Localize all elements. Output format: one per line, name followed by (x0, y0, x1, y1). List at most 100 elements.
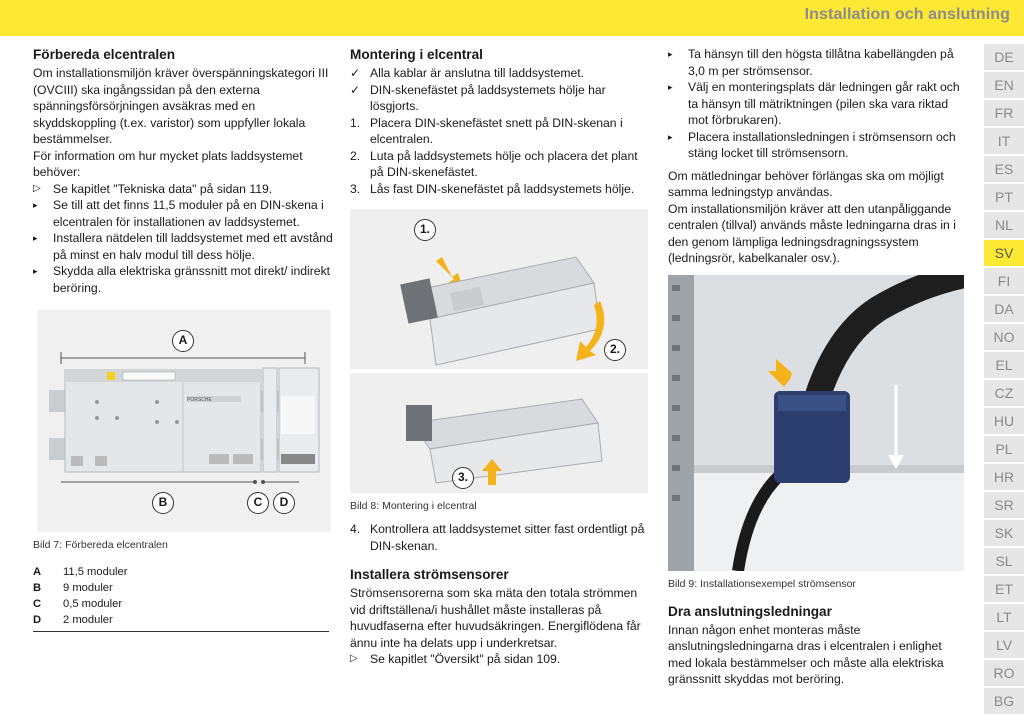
section-heading-cables: Dra anslutningsledningar (668, 603, 832, 619)
step-item: 3.Lås fast DIN-skenefästet på laddsystem… (350, 181, 652, 198)
tab-lt[interactable]: LT (984, 604, 1024, 630)
list-item-text: Placera installationsledningen i strömse… (688, 129, 956, 161)
list-item: ▸ Skydda alla elektriska gränssnitt mot d… (33, 263, 333, 296)
page-header-title: Installation och anslutning (804, 6, 1010, 23)
tab-sr[interactable]: SR (984, 492, 1024, 518)
figure-prepare-panel: PORSCHE A B C D (37, 310, 331, 532)
tab-hu[interactable]: HU (984, 408, 1024, 434)
legend-value: 2 moduler (63, 614, 113, 626)
legend-key: C (33, 598, 42, 610)
legend-row: A 11,5 moduler (33, 564, 333, 580)
paragraph-cables: Innan någon enhet monteras måste anslutn… (668, 622, 944, 687)
sensor-photo-illustration (668, 274, 964, 571)
tab-de[interactable]: DE (984, 44, 1024, 70)
figure-caption: Bild 7: Förbereda elcentralen (33, 539, 168, 551)
list-item: ▸Ta hänsyn till den högsta tillåtna kabe… (668, 46, 966, 79)
language-tabs: DE EN FR IT ES PT NL SV FI DA NO EL CZ H… (984, 44, 1024, 716)
paragraph-ovciii: Om installationsmiljön kräver överspänni… (33, 66, 329, 146)
label-a-bubble: A (172, 330, 194, 352)
list-item: ▸ Installera nätdelen till laddsystemet m… (33, 230, 333, 263)
tab-bg[interactable]: BG (984, 688, 1024, 714)
list-item-text: DIN-skenefästet på laddsystemets hölje h… (370, 82, 606, 114)
step-number: 1. (350, 115, 361, 130)
legend-row: D 2 moduler (33, 612, 333, 628)
label-c-bubble: C (247, 492, 269, 514)
step-number: 4. (350, 522, 361, 536)
list-item-text: Skydda alla elektriska gränssnitt mot di… (53, 264, 331, 295)
tab-pl[interactable]: PL (984, 436, 1024, 462)
tab-sk[interactable]: SK (984, 520, 1024, 546)
tab-fi[interactable]: FI (984, 268, 1024, 294)
list-item-text: Se kapitlet "Tekniska data" på sidan 119… (53, 181, 273, 196)
legend-value: 9 moduler (63, 582, 113, 594)
step3-bubble: 3. (452, 467, 474, 489)
label-b-bubble: B (152, 492, 174, 514)
legend-key: A (33, 566, 42, 578)
section-heading-sensors: Installera strömsensorer (350, 567, 509, 582)
legend-row: C 0,5 moduler (33, 596, 333, 612)
mounting-steps-continued: 4.Kontrollera att laddsystemet sitter fa… (350, 521, 652, 554)
tab-pt[interactable]: PT (984, 184, 1024, 210)
tab-ro[interactable]: RO (984, 660, 1024, 686)
list-item-text: Välj en monteringsplats där ledningen gå… (688, 80, 960, 127)
mounting-illustration (350, 209, 648, 493)
tab-lv[interactable]: LV (984, 632, 1024, 658)
sensor-list: ▸ Ta hänsyn till den högsta tillåtna kabe… (668, 46, 966, 162)
list-item-text: Ta hänsyn till den högsta tillåtna kabel… (688, 47, 954, 78)
column-right: ▸ Ta hänsyn till den högsta tillåtna kabe… (668, 46, 966, 688)
column-middle: Montering i elcentral ✓ Alla kablar är an… (350, 44, 652, 668)
legend-value: 0,5 moduler (63, 598, 123, 610)
prepare-list: ▷Se kapitlet "Tekniska data" på sidan 11… (33, 181, 333, 297)
tab-fr[interactable]: FR (984, 100, 1024, 126)
ref-triangle-icon: ▷ (350, 653, 358, 664)
tab-hr[interactable]: HR (984, 464, 1024, 490)
paragraph-extend-cables: Om mätledningar behöver förlängas ska om… (668, 168, 944, 200)
step-number: 3. (350, 181, 361, 196)
tab-nl[interactable]: NL (984, 212, 1024, 238)
paragraph-surface-mounted: Om installationsmiljön kräver att den ut… (668, 201, 956, 266)
step1-bubble: 1. (414, 219, 436, 241)
tab-no[interactable]: NO (984, 324, 1024, 350)
bullet-arrow-icon: ▸ (33, 266, 38, 276)
legend-value: 11,5 moduler (63, 566, 128, 578)
paragraph-sensors: Strömsensorerna som ska mäta den totala … (350, 586, 641, 650)
tab-sl[interactable]: SL (984, 548, 1024, 574)
legend-table: A 11,5 moduler B 9 moduler C 0,5 moduler D 2… (33, 564, 333, 632)
tab-sv[interactable]: SV (984, 240, 1024, 266)
list-item: ▸ Välj en monteringsplats där ledningen g… (668, 79, 966, 129)
legend-key: D (33, 614, 42, 626)
tab-es[interactable]: ES (984, 156, 1024, 182)
step-item: 4.Kontrollera att laddsystemet sitter fa… (350, 521, 652, 554)
tab-en[interactable]: EN (984, 72, 1024, 98)
sensor-ref-list: ▷Se kapitlet "Översikt" på sidan 109. (350, 651, 652, 668)
bullet-arrow-icon: ▸ (668, 82, 673, 92)
tab-da[interactable]: DA (984, 296, 1024, 322)
label-d-bubble: D (273, 492, 295, 514)
tab-et[interactable]: ET (984, 576, 1024, 602)
list-item: ▷Se kapitlet "Översikt" på sidan 109. (350, 651, 652, 668)
list-item: ✓ Alla kablar är anslutna till laddsystem… (350, 65, 652, 82)
bullet-arrow-icon: ▸ (33, 200, 38, 210)
step-item: 2. Luta på laddsystemets hölje och placer… (350, 148, 652, 181)
figure-caption: Bild 9: Installationsexempel strömsensor (668, 577, 856, 590)
bullet-arrow-icon: ▸ (33, 233, 38, 243)
section-heading-mounting: Montering i elcentral (350, 47, 483, 62)
precondition-list: ✓ Alla kablar är anslutna till laddsystem… (350, 65, 652, 115)
checkmark-icon: ✓ (350, 66, 361, 80)
din-rail-illustration: PORSCHE (49, 352, 320, 484)
list-item-text: Alla kablar är anslutna till laddsysteme… (370, 66, 585, 80)
list-item: ▸Se till att det finns 11,5 moduler på e… (33, 197, 333, 230)
step-number: 2. (350, 148, 361, 163)
tab-el[interactable]: EL (984, 352, 1024, 378)
tab-cz[interactable]: CZ (984, 380, 1024, 406)
tab-it[interactable]: IT (984, 128, 1024, 154)
list-item: ▸Placera installationsledningen i ströms… (668, 129, 966, 162)
legend-key: B (33, 582, 42, 594)
list-item: ✓DIN-skenefästet på laddsystemets hölje … (350, 82, 652, 115)
step-text: Luta på laddsystemets hölje och placera … (370, 148, 638, 180)
list-item-text: Installera nätdelen till laddsystemet me… (53, 231, 333, 262)
step-item: 1.Placera DIN-skenefästet snett på DIN-s… (350, 115, 652, 148)
figure-sensor-example (668, 274, 964, 571)
legend-row: B 9 moduler (33, 580, 333, 596)
figure-mounting: 1. 2. 3. (350, 209, 648, 493)
